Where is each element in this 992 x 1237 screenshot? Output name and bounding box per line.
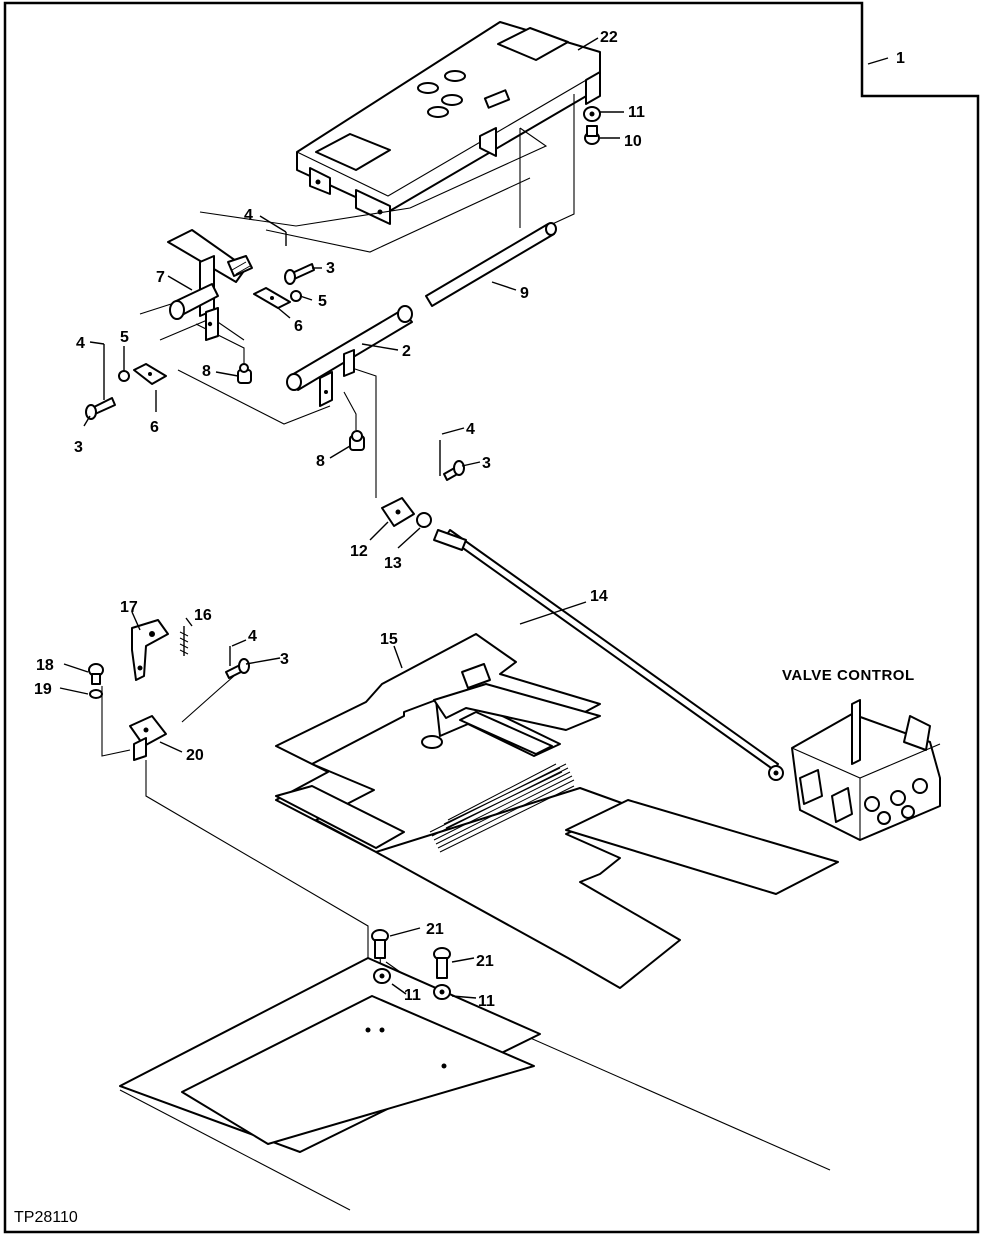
- part-19-washer: [89, 689, 103, 699]
- callout-5-upper: 5: [318, 293, 327, 310]
- part-6-link-lower: [133, 363, 167, 385]
- callout-6-left: 6: [150, 419, 159, 436]
- callout-17: 17: [120, 599, 138, 616]
- callout-13: 13: [384, 555, 402, 572]
- part-21-bolt-right: [433, 947, 451, 979]
- callout-18: 18: [36, 657, 54, 674]
- part-17-bellcrank: [131, 619, 169, 681]
- part-7-pedal-bracket: [167, 229, 253, 341]
- leader-lines: [59, 37, 889, 999]
- part-11-nut-right: [433, 984, 451, 1000]
- callout-11-right: 11: [478, 993, 495, 1010]
- part-3-pin-left: [85, 397, 116, 420]
- callout-21-right: 21: [476, 953, 494, 970]
- callout-11-left: 11: [404, 987, 421, 1004]
- callout-2: 2: [402, 343, 411, 360]
- part-6-link-upper: [253, 287, 291, 309]
- callout-3-left: 3: [74, 439, 83, 456]
- callout-9: 9: [520, 285, 529, 302]
- callout-labels: 1 22 11 10 4 3 5 6 7 2 9 4 5 3 6 8 8 4 3…: [14, 29, 915, 1226]
- part-2-pedal-shaft: [286, 305, 413, 407]
- callout-7: 7: [156, 269, 165, 286]
- callout-16: 16: [194, 607, 212, 624]
- part-21-bolt-left: [371, 929, 389, 959]
- callout-14: 14: [590, 588, 608, 605]
- part-3-pin-middle: [443, 460, 465, 481]
- callout-21-left: 21: [426, 921, 444, 938]
- cab-floor-plate: [119, 957, 541, 1211]
- floor-mat-hatching: [429, 763, 575, 853]
- part-11-nut-top: [583, 106, 601, 122]
- callout-3-upper: 3: [326, 260, 335, 277]
- valve-control-block: [791, 699, 941, 841]
- callout-20: 20: [186, 747, 204, 764]
- part-14-control-rod: [433, 529, 784, 781]
- callout-10: 10: [624, 133, 642, 150]
- callout-3-middle: 3: [482, 455, 491, 472]
- part-9-rod: [425, 222, 557, 307]
- part-3-pin-lower: [225, 658, 250, 679]
- callout-4-lower: 4: [248, 628, 257, 645]
- part-4-cotter-pins: [103, 232, 441, 666]
- valve-control-label: VALVE CONTROL: [782, 667, 915, 684]
- callout-15: 15: [380, 631, 398, 648]
- part-11-nut-left: [373, 968, 391, 984]
- callout-3-lower: 3: [280, 651, 289, 668]
- callout-4-middle: 4: [466, 421, 475, 438]
- callout-22: 22: [600, 29, 618, 46]
- part-22-control-plate: [296, 21, 601, 225]
- callout-4-upper: 4: [244, 207, 253, 224]
- part-5-washer-upper: [290, 290, 302, 302]
- callout-4-left: 4: [76, 335, 85, 352]
- callout-11-top: 11: [628, 104, 645, 121]
- callout-8-upper: 8: [202, 363, 211, 380]
- part-20-bracket: [129, 715, 167, 761]
- callout-19: 19: [34, 681, 52, 698]
- part-8-nut-lower: [349, 430, 365, 451]
- callout-12: 12: [350, 543, 368, 560]
- figure-border: [3, 1, 980, 1234]
- callout-5-left: 5: [120, 329, 129, 346]
- part-10-bolt: [584, 125, 600, 145]
- callout-8-lower: 8: [316, 453, 325, 470]
- part-8-nut-upper: [237, 363, 252, 384]
- part-13-jam-nut: [416, 512, 432, 528]
- part-12-clevis: [381, 497, 415, 527]
- callout-6-upper: 6: [294, 318, 303, 335]
- part-5-washer-lower: [118, 370, 130, 382]
- part-18-bolt: [88, 663, 104, 685]
- part-3-pin-upper: [284, 263, 315, 285]
- part-15-floor-mat: [275, 633, 839, 989]
- figure-id: TP28110: [14, 1209, 78, 1226]
- callout-1: 1: [896, 50, 905, 67]
- part-16-spring: [179, 626, 189, 656]
